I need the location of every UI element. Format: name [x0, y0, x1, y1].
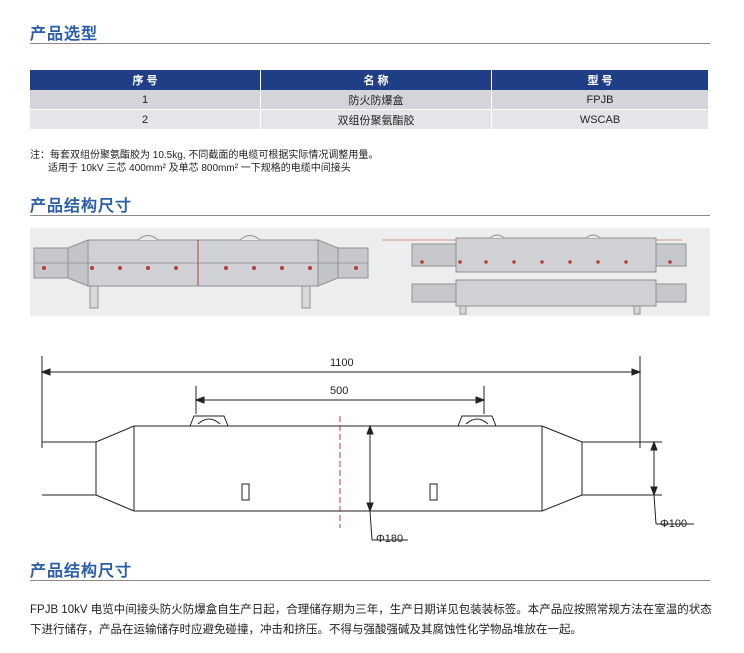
- table-header-row: 序 号 名 称 型 号: [30, 70, 708, 90]
- section-divider: [30, 580, 710, 581]
- cell-name: 双组份聚氨酯胶: [260, 109, 492, 129]
- product-description: FPJB 10kV 电览中间接头防火防爆盒自生产日起，合理储存期为三年，生产日期…: [30, 604, 712, 636]
- section-title-structure-2: 产品结构尺寸: [30, 563, 133, 580]
- cell-name: 防火防爆盒: [260, 90, 492, 110]
- col-header-model: 型 号: [491, 70, 708, 90]
- dim-end-dia-label: Φ100: [660, 518, 687, 530]
- section-divider: [30, 43, 710, 44]
- table-note: 注：每套双组份聚氨酯胶为 10.5kg, 不同截面的电缆可根据实际情况调整用量。…: [30, 149, 378, 175]
- section-title-selection: 产品选型: [30, 26, 99, 43]
- note-line-1: 注：每套双组份聚氨酯胶为 10.5kg, 不同截面的电缆可根据实际情况调整用量。: [30, 150, 379, 161]
- col-header-index: 序 号: [30, 70, 261, 90]
- cell-index: 2: [30, 109, 261, 129]
- note-line-2: 适用于 10kV 三芯 400mm² 及单芯 800mm² 一下规格的电缆中间接…: [48, 163, 351, 174]
- cell-index: 1: [30, 90, 261, 110]
- product-table: 序 号 名 称 型 号 1 防火防爆盒 FPJB 2 双组份聚氨酯胶 WSCAB: [30, 70, 708, 129]
- enclosure-photo-right: [382, 234, 687, 315]
- dim-mid-label: 500: [330, 385, 348, 397]
- table-row: 2 双组份聚氨酯胶 WSCAB: [30, 109, 708, 129]
- dim-body-dia-label: Φ180: [376, 533, 403, 545]
- section-title-structure: 产品结构尺寸: [30, 198, 133, 215]
- col-header-name: 名 称: [260, 70, 492, 90]
- enclosure-photo-left: [33, 235, 369, 309]
- structure-drawing: 1100 500 Φ180 Φ100: [30, 228, 710, 545]
- technical-drawing: [40, 356, 694, 541]
- cell-model: WSCAB: [491, 109, 708, 129]
- cell-model: FPJB: [491, 90, 708, 110]
- section-divider: [30, 215, 710, 216]
- table-row: 1 防火防爆盒 FPJB: [30, 90, 708, 110]
- dim-overall-label: 1100: [330, 357, 354, 369]
